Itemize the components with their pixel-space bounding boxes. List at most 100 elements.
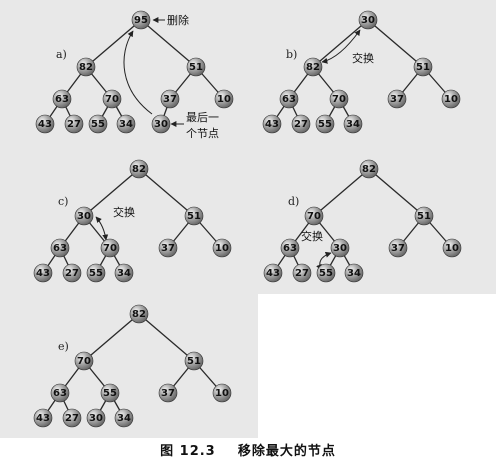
figure-caption: 图 12.3 移除最大的节点: [0, 440, 496, 462]
panel-a-node-lll-label: 43: [38, 119, 52, 130]
panel-a-annotation-last-line1: 最后一: [186, 111, 219, 124]
panel-d-node-r-label: 51: [417, 211, 431, 222]
panel-b-node-lrr-label: 34: [346, 119, 360, 130]
panel-a-label: a): [56, 48, 67, 61]
panel-a-node-root: [131, 10, 151, 30]
panel-b-node-ll-label: 63: [282, 94, 296, 105]
panel-e-node-lll: [33, 408, 53, 428]
panel-a-node-lrl: [88, 114, 108, 134]
panel-c-node-lrl: [86, 263, 106, 283]
panel-e-node-rl-label: 37: [161, 388, 175, 399]
panel-a-node-rll: [151, 114, 171, 134]
panel-a-edge-root-l: [85, 19, 142, 68]
panel-e-edge-root-r: [138, 313, 195, 362]
panel-c-node-lrl-label: 55: [89, 268, 103, 279]
panel-a-node-rl: [160, 89, 180, 109]
panel-c-node-lr-label: 70: [103, 243, 117, 254]
panel-c-node-llr: [62, 263, 82, 283]
panel-d-node-l-label: 70: [307, 211, 321, 222]
panel-d-edge-root-l: [313, 168, 370, 217]
panel-e-node-lr: [100, 383, 120, 403]
panel-c-edge-root-l: [83, 168, 140, 217]
panel-c-node-r-label: 51: [187, 211, 201, 222]
panel-a-node-lr: [102, 89, 122, 109]
panel-e-node-rl: [158, 383, 178, 403]
panel-e-node-ll-label: 63: [53, 388, 67, 399]
panel-e-node-lr-label: 55: [103, 388, 117, 399]
panel-a-node-lll: [35, 114, 55, 134]
panel-a-node-r: [186, 57, 206, 77]
panel-d-node-l: [304, 206, 324, 226]
panel-b-node-rr: [441, 89, 461, 109]
panel-e-edge-root-l: [83, 313, 140, 362]
panel-d-node-lrl: [316, 263, 336, 283]
panel-e-node-l-label: 70: [77, 356, 91, 367]
panel-a-node-root-label: 95: [134, 15, 148, 26]
panel-b-node-l-label: 82: [306, 62, 320, 73]
panel-b-label: b): [286, 48, 297, 61]
panel-d-node-ll-label: 63: [283, 243, 297, 254]
panel-e-node-r: [184, 351, 204, 371]
panel-e-node-rr-label: 10: [215, 388, 229, 399]
panel-d-node-lrr: [344, 263, 364, 283]
panel-c-node-root-label: 82: [132, 164, 146, 175]
panel-b-edge-root-r: [367, 19, 424, 68]
panel-b-node-lll: [262, 114, 282, 134]
panel-b-node-ll: [279, 89, 299, 109]
panel-d-node-lll: [263, 263, 283, 283]
panel-c-node-l-label: 30: [77, 211, 91, 222]
panel-b-node-rl-label: 37: [390, 94, 404, 105]
panel-e-node-lrr: [114, 408, 134, 428]
panel-d-node-lr-label: 30: [333, 243, 347, 254]
panel-b-node-root-label: 30: [361, 15, 375, 26]
panel-e-node-root: [129, 304, 149, 324]
panel-c-node-lll-label: 43: [36, 268, 50, 279]
panel-a-node-lrr: [116, 114, 136, 134]
panel-b-node-lrr: [343, 114, 363, 134]
panel-d-node-lrl-label: 55: [319, 268, 333, 279]
panel-a-node-rll-label: 30: [154, 119, 168, 130]
panel-d-node-ll: [280, 238, 300, 258]
panel-a-node-ll: [52, 89, 72, 109]
panel-d-node-rr-label: 10: [445, 243, 459, 254]
caption-figure-number: 图 12.3: [160, 444, 216, 459]
panel-d-node-root-label: 82: [362, 164, 376, 175]
panel-b-node-r-label: 51: [416, 62, 430, 73]
panel-c-node-lr: [100, 238, 120, 258]
panel-b-node-rl: [387, 89, 407, 109]
caption-title: 移除最大的节点: [237, 444, 336, 459]
panel-d-annotation-swap: 交换: [301, 229, 323, 243]
panel-e-node-llr-label: 27: [65, 413, 79, 424]
panel-b-node-l: [303, 57, 323, 77]
panel-b-node-r: [413, 57, 433, 77]
panel-a-node-llr: [64, 114, 84, 134]
panel-c-node-lll: [33, 263, 53, 283]
panel-c-node-llr-label: 27: [65, 268, 79, 279]
panel-c-annotation-swap: 交换: [113, 205, 135, 219]
panel-d-node-rl: [388, 238, 408, 258]
panel-a-annotation-delete: 删除: [167, 13, 189, 27]
panel-c-node-rr-label: 10: [215, 243, 229, 254]
panel-e-node-lll-label: 43: [36, 413, 50, 424]
panel-d-label: d): [288, 195, 299, 208]
panel-c-node-lrr-label: 34: [117, 268, 131, 279]
panel-c-node-ll-label: 63: [53, 243, 67, 254]
panel-e-node-lrr-label: 34: [117, 413, 131, 424]
panel-d-node-rr: [442, 238, 462, 258]
panel-b-node-lrl: [315, 114, 335, 134]
panel-c-node-rl-label: 37: [161, 243, 175, 254]
panel-e-node-rr: [212, 383, 232, 403]
panel-a-edge-root-r: [140, 19, 197, 68]
panel-c-node-l: [74, 206, 94, 226]
panel-a-move-arrow: [123, 30, 153, 115]
panel-c-node-ll: [50, 238, 70, 258]
panel-d-node-root: [359, 159, 379, 179]
panel-d-node-llr: [292, 263, 312, 283]
panel-e-node-llr: [62, 408, 82, 428]
panel-d-node-lrr-label: 34: [347, 268, 361, 279]
panel-b-node-llr: [291, 114, 311, 134]
panel-a-annotation-last-line2: 个节点: [186, 127, 219, 140]
panel-a-node-llr-label: 27: [67, 119, 81, 130]
panel-b-node-rr-label: 10: [444, 94, 458, 105]
panel-c-label: c): [58, 195, 68, 208]
